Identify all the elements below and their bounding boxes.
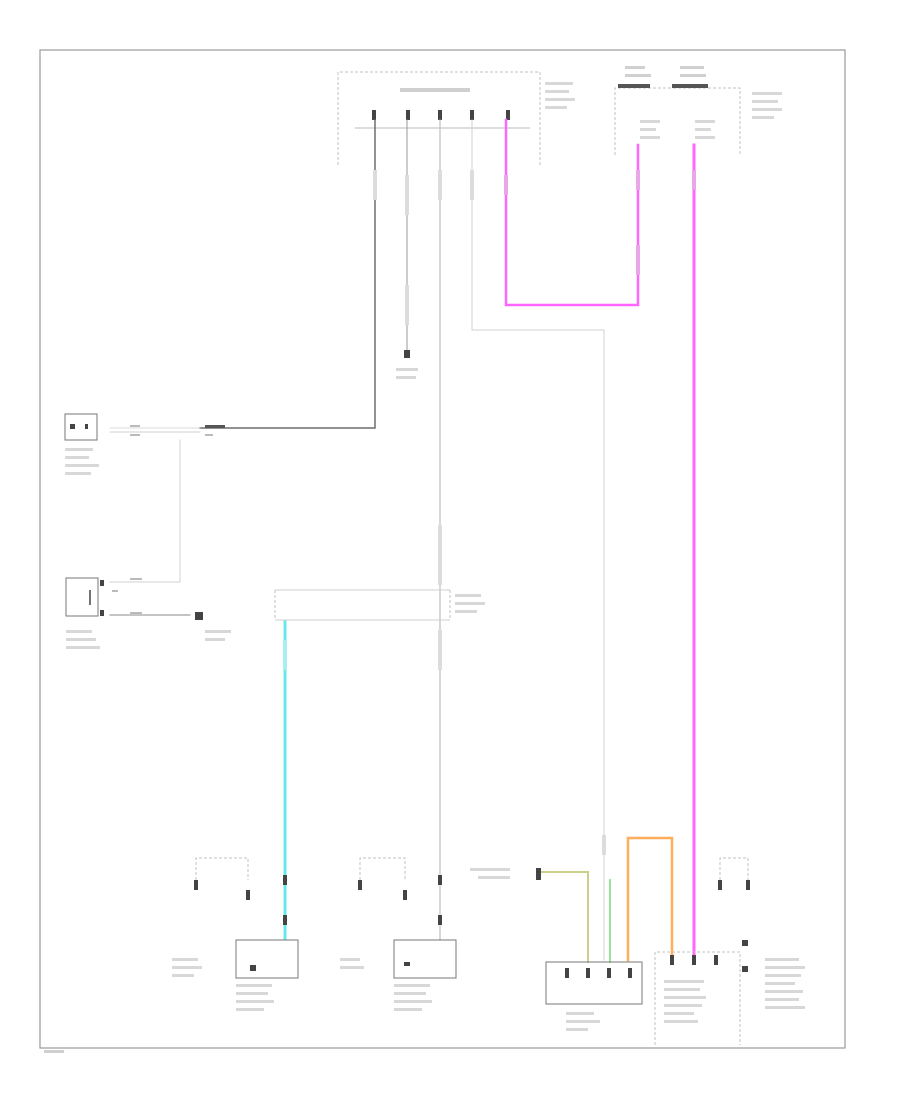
wire-gray-switch [109, 439, 181, 583]
wire-dark-sensor [199, 119, 376, 429]
wire-gray-long [471, 119, 605, 961]
diagram-frame [39, 49, 846, 1049]
switch-component [65, 577, 231, 649]
bottom-right-terminals [718, 857, 805, 1009]
right-heater-switch [340, 857, 457, 1011]
junction-block [274, 589, 485, 621]
wire-pink-loop [504, 118, 640, 307]
wire-pins [283, 170, 696, 855]
wire-orange [626, 836, 674, 962]
sensor-component [64, 413, 225, 475]
left-heater-switch [172, 857, 299, 1011]
ground-terminal [396, 350, 418, 379]
top-connector-block [337, 71, 575, 165]
top-right-fuse-block [614, 66, 782, 155]
bottom-connector-a [470, 868, 643, 1031]
bottom-connector-b [654, 951, 741, 1045]
footer-code-mark [44, 1050, 64, 1053]
wire-olive [539, 871, 589, 963]
